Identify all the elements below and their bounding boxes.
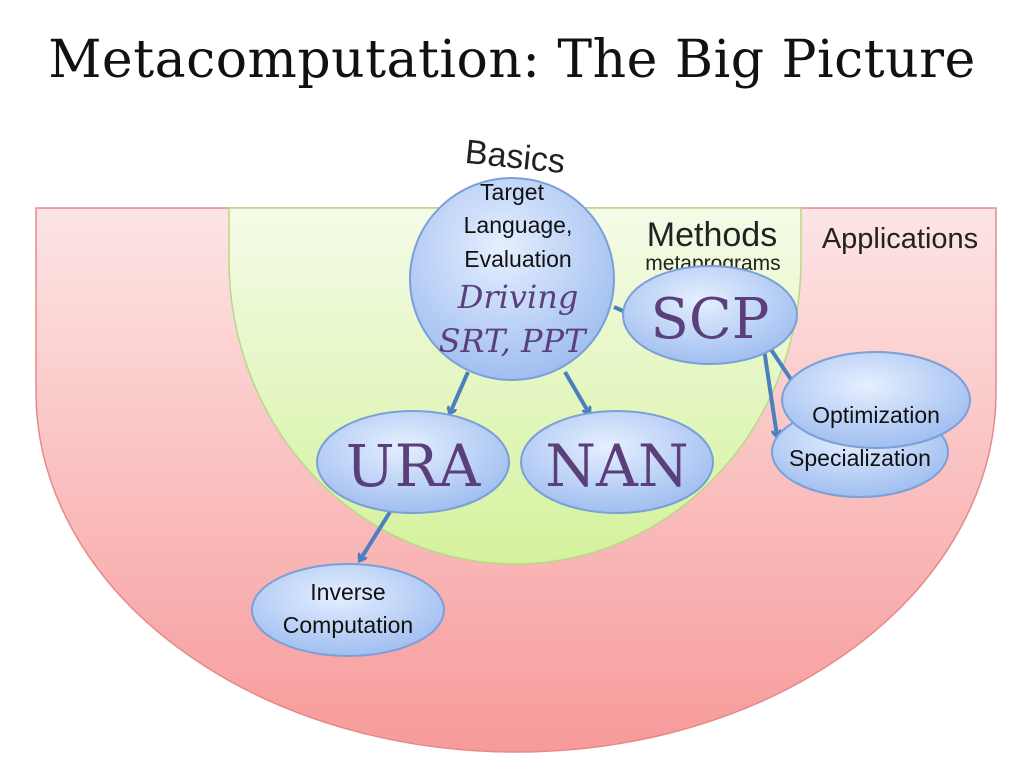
basics-node-line4: Driving [457, 278, 579, 316]
scp-node-label: SCP [651, 287, 770, 352]
basics-node-line1: Target [480, 179, 545, 205]
basics-node-line3: Evaluation [464, 246, 571, 272]
optimization-node [781, 351, 971, 449]
inverse-computation-node [251, 563, 445, 657]
basics-node [409, 177, 615, 381]
nan-node [520, 410, 714, 514]
ura-node [316, 410, 510, 514]
arrow-scp-to-specialization [762, 348, 777, 436]
arrow-basics-to-nan [563, 370, 589, 413]
nan-node-label: NAN [545, 432, 688, 500]
inverse-node-line2: Computation [283, 612, 413, 638]
ura-node-label: URA [346, 432, 482, 500]
basics-label: Basics [463, 133, 567, 181]
scp-node [622, 265, 798, 365]
basics-node-line2: Language, [464, 212, 573, 238]
applications-label: Applications [822, 223, 978, 255]
inverse-node-line1: Inverse [310, 579, 385, 605]
slide-title: Metacomputation: The Big Picture [48, 30, 976, 90]
optimization-node-label: Optimization [812, 402, 940, 428]
basics-node-line5: SRT, PPT [439, 322, 589, 360]
arrow-basics-to-ura [450, 371, 470, 413]
specialization-node-label: Specialization [789, 445, 931, 471]
methods-label: Methods [647, 216, 777, 254]
arrow-ura-to-inverse [360, 510, 392, 560]
